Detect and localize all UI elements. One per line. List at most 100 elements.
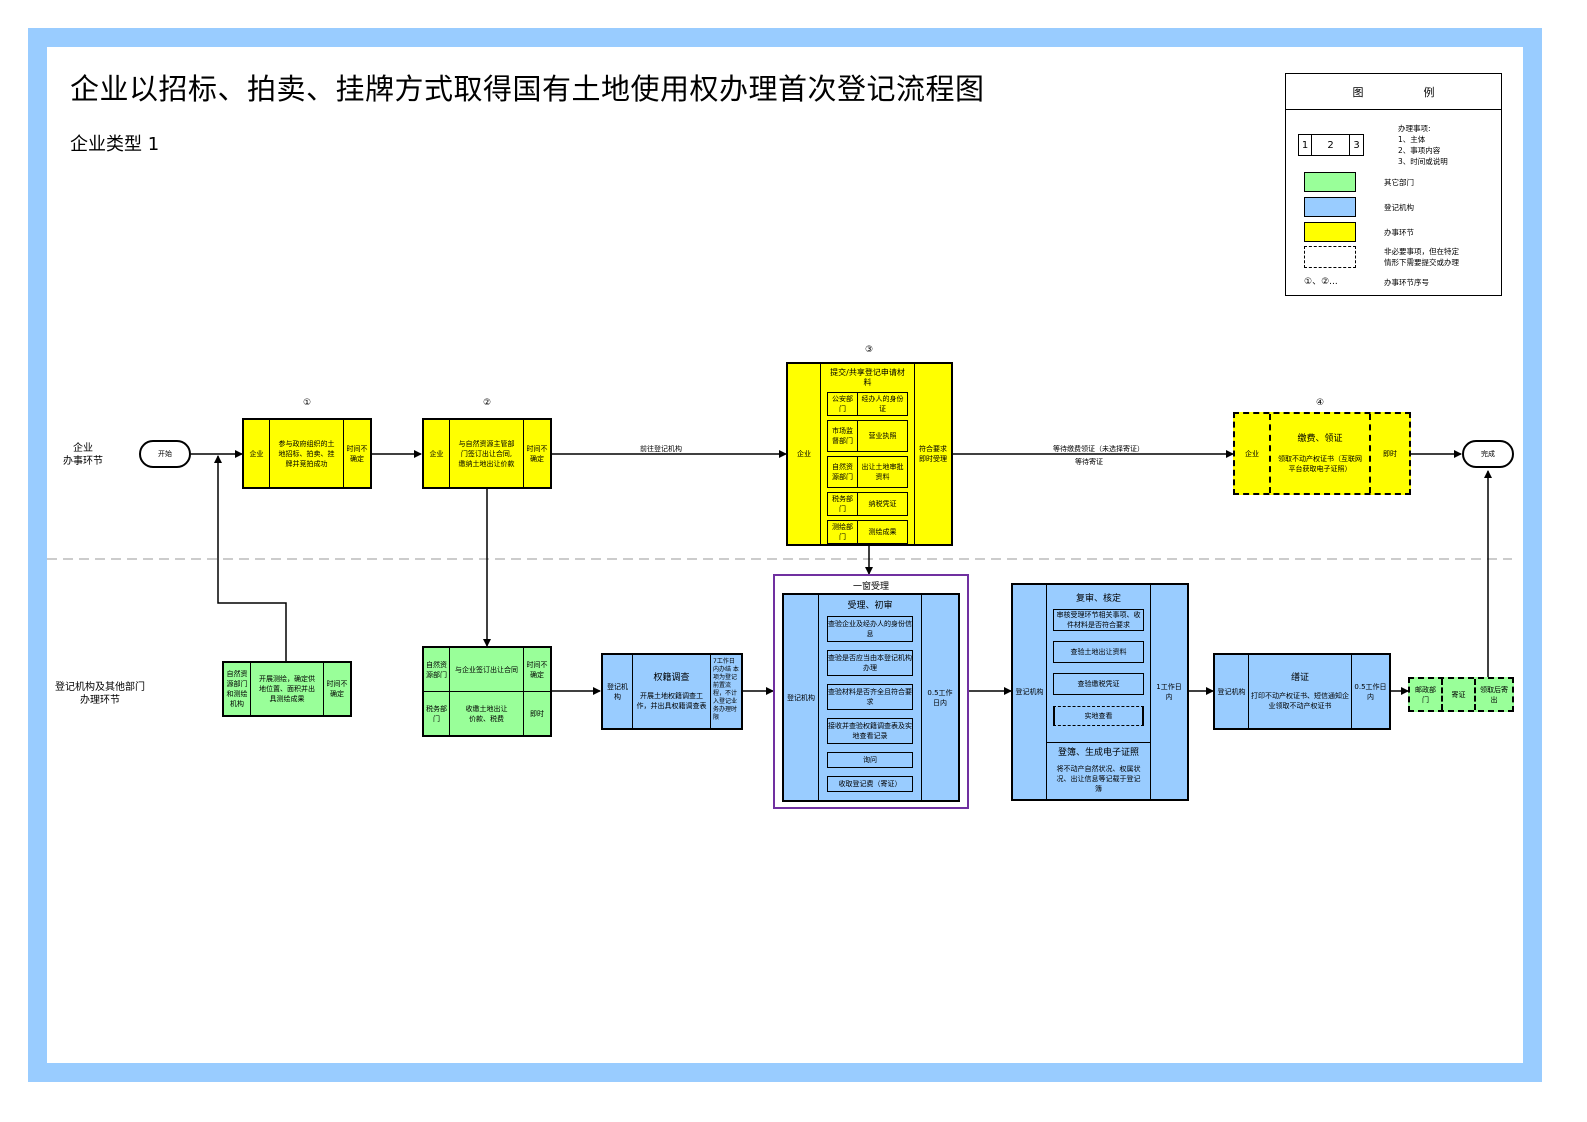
record-content: 将不动产自然状况、权属状况、出让信息等记载于登记簿	[1056, 765, 1141, 793]
contract-row-content: 收缴土地出让价款、税费	[450, 692, 524, 735]
edge-label-wait-fee: 等待缴费领证（未选择寄证）	[1053, 445, 1144, 453]
legend-dashed-line-2: 情形下需要提交或办理	[1384, 258, 1459, 267]
contract-row-time: 时间不确定	[526, 660, 548, 679]
legend-registry: 登记机构	[1304, 197, 1414, 217]
legend-seq-label: 办事环节序号	[1384, 278, 1429, 287]
lane-enterprise-line-2: 办事环节	[63, 456, 103, 467]
material-row: 税务部门 纳税凭证	[827, 492, 908, 516]
legend-cell-3: 3	[1353, 139, 1360, 151]
material-row: 公安部门经办人的身份证	[827, 392, 908, 416]
lane-enterprise-line-1: 企业	[73, 443, 93, 454]
legend-three-cell-box: 1 2 3	[1298, 134, 1364, 156]
material-dept: 公安部门	[828, 393, 858, 415]
step-3-box: 企业 提交/共享登记申请材料 公安部门经办人的身份证市场监督部门营业执照自然资源…	[786, 362, 953, 546]
material-row: 市场监督部门 营业执照	[827, 420, 908, 452]
lane-registry-line-2: 办理环节	[80, 695, 120, 706]
title-survey-time: 7工作日内办结 本项为登记前置流程，不计入登记业务办理时限	[713, 658, 739, 721]
record-heading: 登簿、生成电子证照	[1057, 748, 1139, 758]
material-item: 营业执照	[868, 432, 897, 440]
step-1-content: 参与政府组织的土地招标、拍卖、挂牌并竞拍成功	[270, 420, 344, 487]
step-4-time: 即时	[1383, 449, 1397, 458]
review-section: 复审、核定 审核受理环节相关事项、收件材料是否符合要求查验土地出让资料查验缴税凭…	[1047, 585, 1150, 743]
one-window-item: 查验企业及经办人的身份信息	[827, 616, 913, 642]
legend-desc-line: 2、事项内容	[1398, 146, 1441, 155]
step-number: ④	[1315, 398, 1325, 408]
material-dept: 自然资源部门	[828, 457, 858, 487]
review-item-list: 审核受理环节相关事项、收件材料是否符合要求查验土地出让资料查验缴税凭证	[1053, 609, 1144, 695]
contract-row-subject: 自然资源部门	[424, 648, 450, 691]
legend: 图 例 1 2 3 办理事项: 1、主体 2、事项内容 3、时间或说明 其它部门…	[1285, 73, 1502, 296]
step-3-time: 符合要求即时受理	[919, 445, 947, 463]
step-4-heading: 缴费、领证	[1297, 433, 1343, 444]
one-window-item: 收取登记费（寄证）	[827, 776, 913, 792]
survey-mapping-box: 自然资源部门和测绘机构 开展测绘，确定供地位置、面积并出具测绘成果 时间不确定	[222, 661, 352, 717]
material-dept: 市场监督部门	[828, 421, 858, 451]
mail-content: 寄证	[1443, 679, 1476, 710]
step-4-content-cell: 缴费、领证 领取不动产权证书（互联网平台获取电子证照）	[1271, 414, 1371, 493]
step-2-subject: 企业	[424, 420, 450, 487]
survey-mapping-subject: 自然资源部门和测绘机构	[224, 663, 251, 715]
end-node: 完成	[1462, 440, 1514, 468]
contract-row-content: 与企业签订出让合同	[450, 648, 524, 691]
review-time: 1工作日内	[1156, 683, 1182, 701]
certificate-box: 登记机构 缮证 打印不动产权证书、短信通知企业领取不动产权证书 0.5工作日内	[1213, 653, 1391, 730]
lane-registry-line-1: 登记机构及其他部门	[55, 682, 145, 693]
step-3-subject: 企业	[788, 364, 821, 544]
one-window-item: 查验是否应当由本登记机构办理	[827, 650, 913, 676]
survey-mapping-content: 开展测绘，确定供地位置、面积并出具测绘成果	[251, 663, 324, 715]
legend-dashed-line-1: 非必要事项，但在特定	[1384, 247, 1459, 256]
legend-desc-line: 1、主体	[1398, 135, 1426, 144]
certificate-subject: 登记机构	[1215, 655, 1249, 728]
contract-row-time: 即时	[530, 709, 544, 718]
lane-label-enterprise: 企业 办事环节	[60, 442, 106, 468]
certificate-content-cell: 缮证 打印不动产权证书、短信通知企业领取不动产权证书	[1249, 655, 1352, 728]
certificate-heading: 缮证	[1290, 672, 1309, 683]
legend-yellow-label: 办事环节	[1384, 227, 1414, 237]
material-item: 经办人的身份证	[861, 395, 904, 413]
material-item: 纳税凭证	[868, 500, 897, 508]
material-row: 自然资源部门出让土地审批资料	[827, 456, 908, 488]
blue-swatch	[1304, 197, 1356, 217]
record-section: 登簿、生成电子证照 将不动产自然状况、权属状况、出让信息等记载于登记簿	[1047, 743, 1150, 799]
step-number: ③	[864, 345, 874, 355]
legend-other-dept: 其它部门	[1304, 172, 1414, 192]
title-survey-content-cell: 权籍调查 开展土地权籍调查工作，并出具权籍调查表	[633, 655, 711, 728]
one-window-item: 查验材料是否齐全且符合要求	[827, 684, 913, 710]
legend-heading-left: 图	[1352, 85, 1364, 99]
contract-row: 自然资源部门 与企业签订出让合同 时间不确定	[424, 648, 550, 692]
legend-seq-symbol: ①、②...	[1304, 277, 1338, 287]
certificate-content: 打印不动产权证书、短信通知企业领取不动产权证书	[1251, 691, 1349, 710]
step-3-materials: 提交/共享登记申请材料 公安部门经办人的身份证市场监督部门营业执照自然资源部门出…	[821, 364, 915, 544]
survey-mapping-time: 时间不确定	[326, 680, 348, 698]
review-item: 审核受理环节相关事项、收件材料是否符合要求	[1053, 609, 1144, 631]
dashed-swatch	[1304, 246, 1356, 268]
review-heading: 复审、核定	[1075, 594, 1121, 604]
material-row: 测绘部门测绘成果	[827, 520, 908, 544]
legend-cell-2: 2	[1312, 135, 1350, 155]
start-node: 开始	[139, 440, 191, 468]
title-survey-heading: 权籍调查	[653, 672, 690, 683]
legend-item-box: 1 2 3	[1298, 134, 1364, 156]
one-window-label: 一窗受理	[852, 582, 889, 592]
review-content-cell: 复审、核定 审核受理环节相关事项、收件材料是否符合要求查验土地出让资料查验缴税凭…	[1047, 585, 1151, 799]
one-window-frame	[773, 574, 969, 809]
legend-enterprise-step: 办事环节	[1304, 222, 1414, 242]
step-2-box: 企业 与自然资源主管部门签订出让合同,缴纳土地出让价款 时间不确定	[422, 418, 552, 489]
material-item: 出让土地审批资料	[861, 463, 904, 481]
material-dept: 税务部门	[828, 493, 858, 515]
mail-subject: 邮政部门	[1410, 679, 1443, 710]
material-dept: 测绘部门	[828, 521, 858, 543]
one-window-items-cell: 受理、初审 查验企业及经办人的身份信息查验是否应当由本登记机构办理查验材料是否齐…	[819, 595, 922, 800]
review-item: 查验缴税凭证	[1053, 673, 1144, 695]
contract-box: 自然资源部门 与企业签订出让合同 时间不确定 税务部门 收缴土地出让价款、税费 …	[422, 646, 552, 737]
lane-label-registry: 登记机构及其他部门 办理环节	[50, 681, 150, 707]
one-window-item: 接收并查验权籍调查表及实地查看记录	[827, 718, 913, 744]
step-1-subject: 企业	[244, 420, 270, 487]
legend-cell-1: 1	[1299, 135, 1312, 155]
certificate-time: 0.5工作日内	[1354, 682, 1387, 701]
step-4-subject: 企业	[1235, 414, 1271, 493]
legend-sequence: ①、②... 办事环节序号	[1304, 277, 1429, 288]
edge-survey-to-main	[214, 455, 287, 661]
one-window-subject: 登记机构	[784, 595, 819, 800]
